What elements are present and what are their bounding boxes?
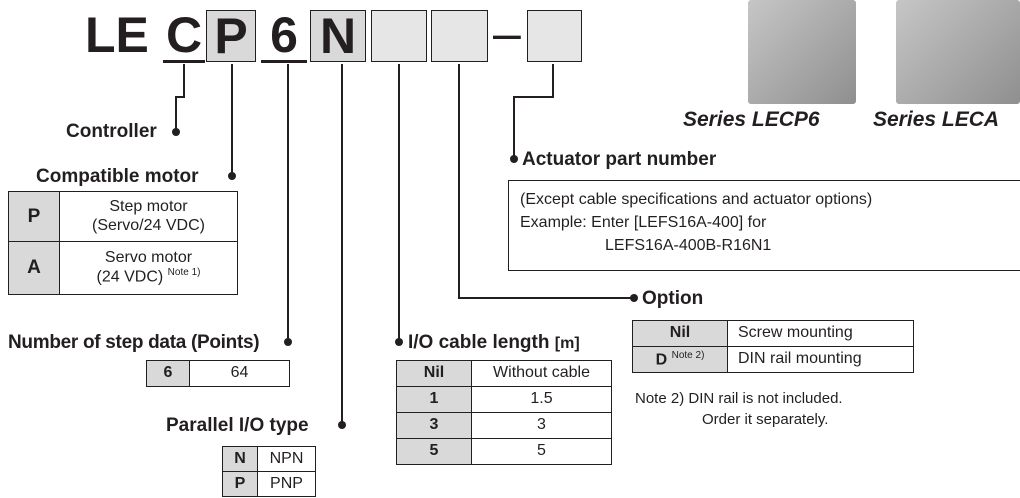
io-cable-value-5: 5 [472, 439, 612, 465]
io-cable-key-5: 5 [397, 439, 472, 465]
leader-actuator [514, 64, 553, 157]
option-note-line2: Order it separately. [702, 411, 828, 428]
step-data-dot [284, 338, 292, 346]
io-cable-table: Nil Without cable 1 1.5 3 3 5 5 [396, 360, 612, 465]
io-cable-value-nil: Without cable [472, 361, 612, 387]
io-cable-unit: [m] [555, 335, 580, 352]
option-value-d: DIN rail mounting [728, 347, 914, 373]
table-row: D Note 2) DIN rail mounting [633, 347, 914, 373]
controller-label: Controller [66, 121, 157, 143]
option-table: Nil Screw mounting D Note 2) DIN rail mo… [632, 320, 914, 373]
motor-desc-p: Step motor (Servo/24 VDC) [60, 192, 238, 242]
step-data-table: 6 64 [146, 360, 290, 387]
motor-desc-a: Servo motor (24 VDC) Note 1) [60, 242, 238, 295]
table-row: 5 5 [397, 439, 612, 465]
table-row: 3 3 [397, 413, 612, 439]
option-note-2: Note 2) [672, 350, 705, 361]
step-data-value: 64 [190, 361, 290, 387]
actuator-dot [510, 155, 518, 163]
option-note-line1: Note 2) DIN rail is not included. [635, 390, 843, 407]
controller-dot [172, 128, 180, 136]
parallel-io-dot [338, 421, 346, 429]
io-cable-value-1: 1.5 [472, 387, 612, 413]
table-row: N NPN [223, 447, 316, 472]
io-cable-title-wrap: I/O cable length [m] [408, 332, 580, 354]
table-row: Nil Without cable [397, 361, 612, 387]
motor-desc-p-line1: Step motor [60, 198, 237, 216]
step-data-key: 6 [147, 361, 190, 387]
io-cable-title: I/O cable length [408, 332, 549, 353]
table-row: P PNP [223, 472, 316, 497]
compatible-motor-dot [228, 172, 236, 180]
actuator-line3: LEFS16A-400B-R16N1 [605, 237, 771, 255]
option-key-d-cell: D Note 2) [633, 347, 728, 373]
io-type-key-n: N [223, 447, 258, 472]
io-cable-value-3: 3 [472, 413, 612, 439]
table-row: Nil Screw mounting [633, 321, 914, 347]
table-row: 6 64 [147, 361, 290, 387]
motor-key-p: P [9, 192, 60, 242]
actuator-box: (Except cable specifications and actuato… [508, 180, 1020, 271]
io-type-value-p: PNP [258, 472, 316, 497]
option-title: Option [642, 288, 703, 310]
compatible-motor-table: P Step motor (Servo/24 VDC) A Servo moto… [8, 191, 238, 295]
actuator-title: Actuator part number [522, 149, 716, 171]
actuator-line1: (Except cable specifications and actuato… [520, 191, 872, 209]
motor-desc-a-line2-wrap: (24 VDC) Note 1) [60, 267, 237, 287]
io-cable-key-3: 3 [397, 413, 472, 439]
motor-desc-a-line2: (24 VDC) [97, 269, 164, 286]
io-cable-key-nil: Nil [397, 361, 472, 387]
motor-desc-p-line2: (Servo/24 VDC) [60, 217, 237, 235]
leader-controller [176, 64, 184, 132]
step-data-title: Number of step data (Points) [8, 332, 259, 354]
motor-desc-a-line1: Servo motor [60, 249, 237, 267]
table-row: 1 1.5 [397, 387, 612, 413]
parallel-io-table: N NPN P PNP [222, 446, 316, 497]
parallel-io-title: Parallel I/O type [166, 415, 309, 437]
io-type-key-p: P [223, 472, 258, 497]
motor-key-a: A [9, 242, 60, 295]
option-value-nil: Screw mounting [728, 321, 914, 347]
option-dot [630, 294, 638, 302]
table-row: P Step motor (Servo/24 VDC) [9, 192, 238, 242]
io-cable-key-1: 1 [397, 387, 472, 413]
compatible-motor-title: Compatible motor [36, 166, 199, 188]
option-key-nil: Nil [633, 321, 728, 347]
motor-note-1: Note 1) [168, 267, 201, 278]
table-row: A Servo motor (24 VDC) Note 1) [9, 242, 238, 295]
io-type-value-n: NPN [258, 447, 316, 472]
io-cable-dot [395, 338, 403, 346]
option-key-d: D [656, 351, 668, 368]
actuator-line2: Example: Enter [LEFS16A-400] for [520, 214, 766, 232]
